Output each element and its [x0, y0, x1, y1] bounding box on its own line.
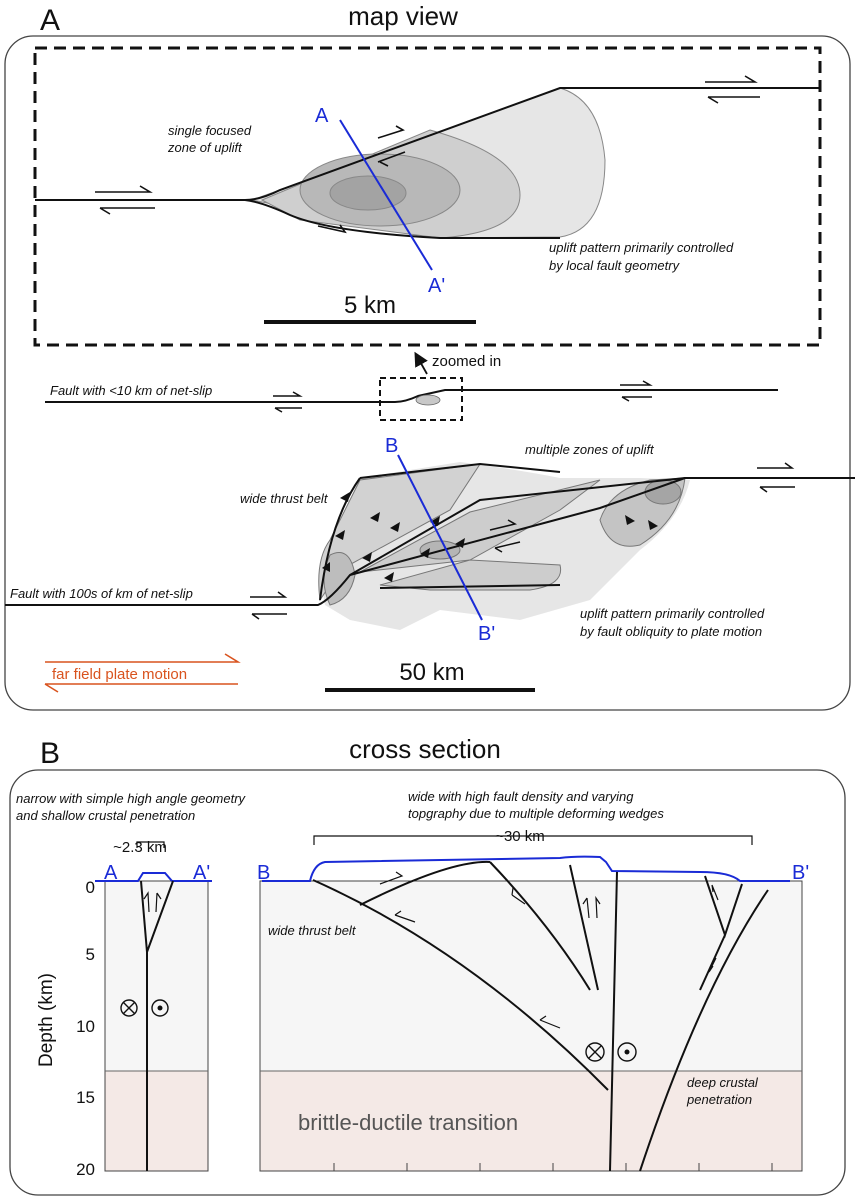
inset-frame: [33, 46, 822, 347]
large-note-multi: multiple zones of uplift: [525, 442, 655, 457]
left-width-bracket: [136, 841, 165, 848]
left-width-label: ~2.3 km: [113, 839, 167, 856]
zoom-arrow: [414, 351, 428, 375]
right-slip-arrows: [379, 871, 719, 1029]
panel-b-title: cross section: [349, 734, 501, 764]
transition-label: brittle-ductile transition: [298, 1110, 518, 1135]
left-motion-symbols: [120, 999, 169, 1017]
right-end-label: B': [792, 862, 809, 884]
panel-a-frame: [4, 35, 851, 711]
panel-b-letter: B: [40, 737, 60, 770]
inset-uplift-zones: [250, 87, 606, 239]
plate-motion-label: far field plate motion: [52, 666, 187, 683]
panel-a-letter: A: [40, 4, 60, 37]
right-section-frame: [259, 880, 803, 1172]
left-start-label: A: [104, 862, 118, 884]
panel-b-note-right-1: wide with high fault density and varying: [408, 789, 634, 804]
large-fault-splays: [349, 477, 686, 589]
panel-b-note-right-2: topgraphy due to multiple deforming wedg…: [408, 806, 664, 821]
depth-axis: 0 5 10 15 20 Depth (km): [36, 878, 95, 1179]
small-fault-label: Fault with <10 km of net-slip: [50, 383, 212, 398]
large-note-belt: wide thrust belt: [240, 491, 329, 506]
right-faults-west: [312, 860, 609, 1091]
left-transition-zone: [105, 1071, 208, 1171]
large-note-control-2: by fault obliquity to plate motion: [580, 624, 762, 639]
right-start-label: B: [257, 862, 270, 884]
section-b-end: B': [478, 623, 495, 645]
left-upper-crust: [105, 881, 208, 1071]
thrust-teeth: [322, 492, 658, 582]
right-motion-symbols: [585, 1042, 637, 1062]
left-end-label: A': [193, 862, 210, 884]
y-tick-20: 20: [76, 1160, 95, 1179]
right-note-deep-1: deep crustal: [687, 1075, 759, 1090]
left-dip-arrows: [143, 891, 162, 913]
small-slip-arrows: [273, 380, 653, 413]
inset-note-control-2: by local fault geometry: [549, 258, 681, 273]
y-tick-5: 5: [86, 945, 95, 964]
right-transition-zone: [260, 1071, 802, 1171]
large-fault-label: Fault with 100s of km of net-slip: [10, 586, 193, 601]
right-topography: [262, 855, 790, 882]
inset-slip-arrows: [95, 75, 760, 234]
panel-b-note-left-1: narrow with simple high angle geometry: [16, 791, 247, 806]
right-upper-crust: [260, 881, 802, 1071]
right-width-label: ~30 km: [495, 828, 545, 845]
right-width-bracket: [313, 835, 753, 845]
inset-note-uplift-1: single focused: [168, 123, 252, 138]
left-section-frame: [104, 880, 209, 1172]
large-scale-label: 50 km: [399, 659, 464, 686]
left-topography: [95, 872, 212, 882]
zoom-box: [379, 377, 463, 421]
panel-b-frame: [9, 769, 846, 1196]
section-a-start: A: [315, 105, 329, 127]
inset-note-uplift-2: zone of uplift: [167, 140, 243, 155]
right-x-ticks: [333, 1163, 773, 1171]
right-faults-east: [609, 871, 769, 1172]
y-axis-title: Depth (km): [36, 973, 57, 1067]
right-note-belt: wide thrust belt: [268, 923, 357, 938]
panel-b-note-left-2: and shallow crustal penetration: [16, 808, 195, 823]
small-uplift: [415, 394, 441, 406]
large-note-control-1: uplift pattern primarily controlled: [580, 606, 765, 621]
zoom-label: zoomed in: [432, 353, 501, 370]
y-tick-10: 10: [76, 1017, 95, 1036]
inset-fault-south: [244, 199, 560, 239]
y-tick-0: 0: [86, 878, 95, 897]
section-b-start: B: [385, 435, 398, 457]
large-fault-belt: [319, 462, 561, 601]
left-faults: [140, 880, 174, 1171]
large-slip-arrows: [250, 462, 795, 620]
section-line-b: [397, 454, 483, 621]
y-tick-15: 15: [76, 1088, 95, 1107]
section-a-end: A': [428, 275, 445, 297]
plate-motion-arrows: [44, 653, 241, 693]
right-out-of-page-dot: [624, 1049, 630, 1055]
section-line-a: [339, 119, 433, 271]
right-note-deep-2: penetration: [686, 1092, 752, 1107]
small-fault: [45, 389, 778, 403]
inset-scale-label: 5 km: [344, 292, 396, 319]
panel-a-title: map view: [348, 1, 458, 31]
out-of-page-dot: [157, 1005, 163, 1011]
inset-note-control-1: uplift pattern primarily controlled: [549, 240, 734, 255]
